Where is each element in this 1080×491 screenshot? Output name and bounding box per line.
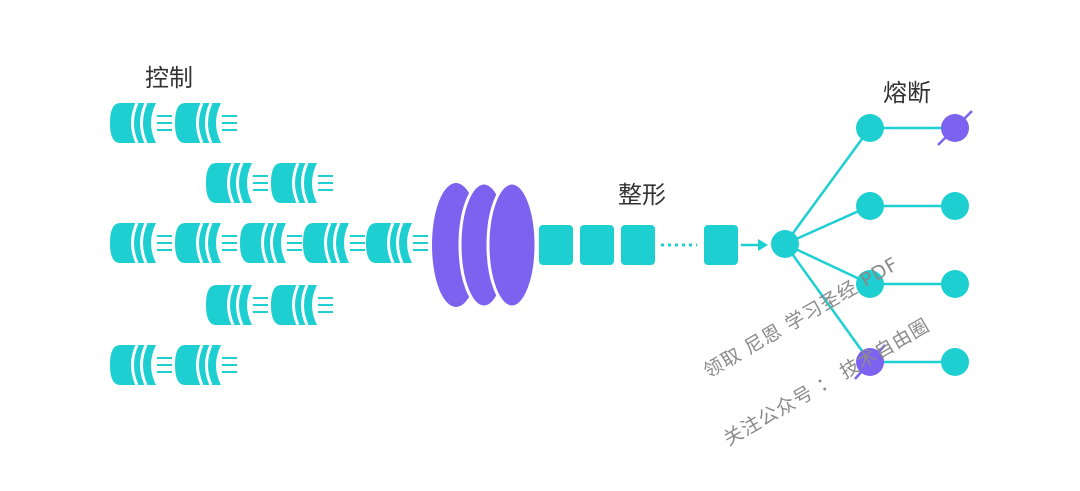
- queue-row-5: [108, 343, 238, 387]
- queue-row-1: [108, 101, 238, 145]
- arrow-icon: [741, 239, 768, 251]
- hub-node: [771, 230, 799, 258]
- shaped-queue: [539, 225, 738, 265]
- circuit-breaker-tree: [771, 110, 973, 380]
- queue-row-4: [204, 283, 334, 327]
- queue-row-3: [108, 221, 429, 265]
- circuit-breaking-label: 熔断: [883, 79, 931, 107]
- control-label: 控制: [145, 64, 193, 92]
- shaping-filter-icon: [432, 181, 538, 309]
- shaping-label: 整形: [618, 181, 666, 209]
- queue-row-2: [204, 161, 334, 205]
